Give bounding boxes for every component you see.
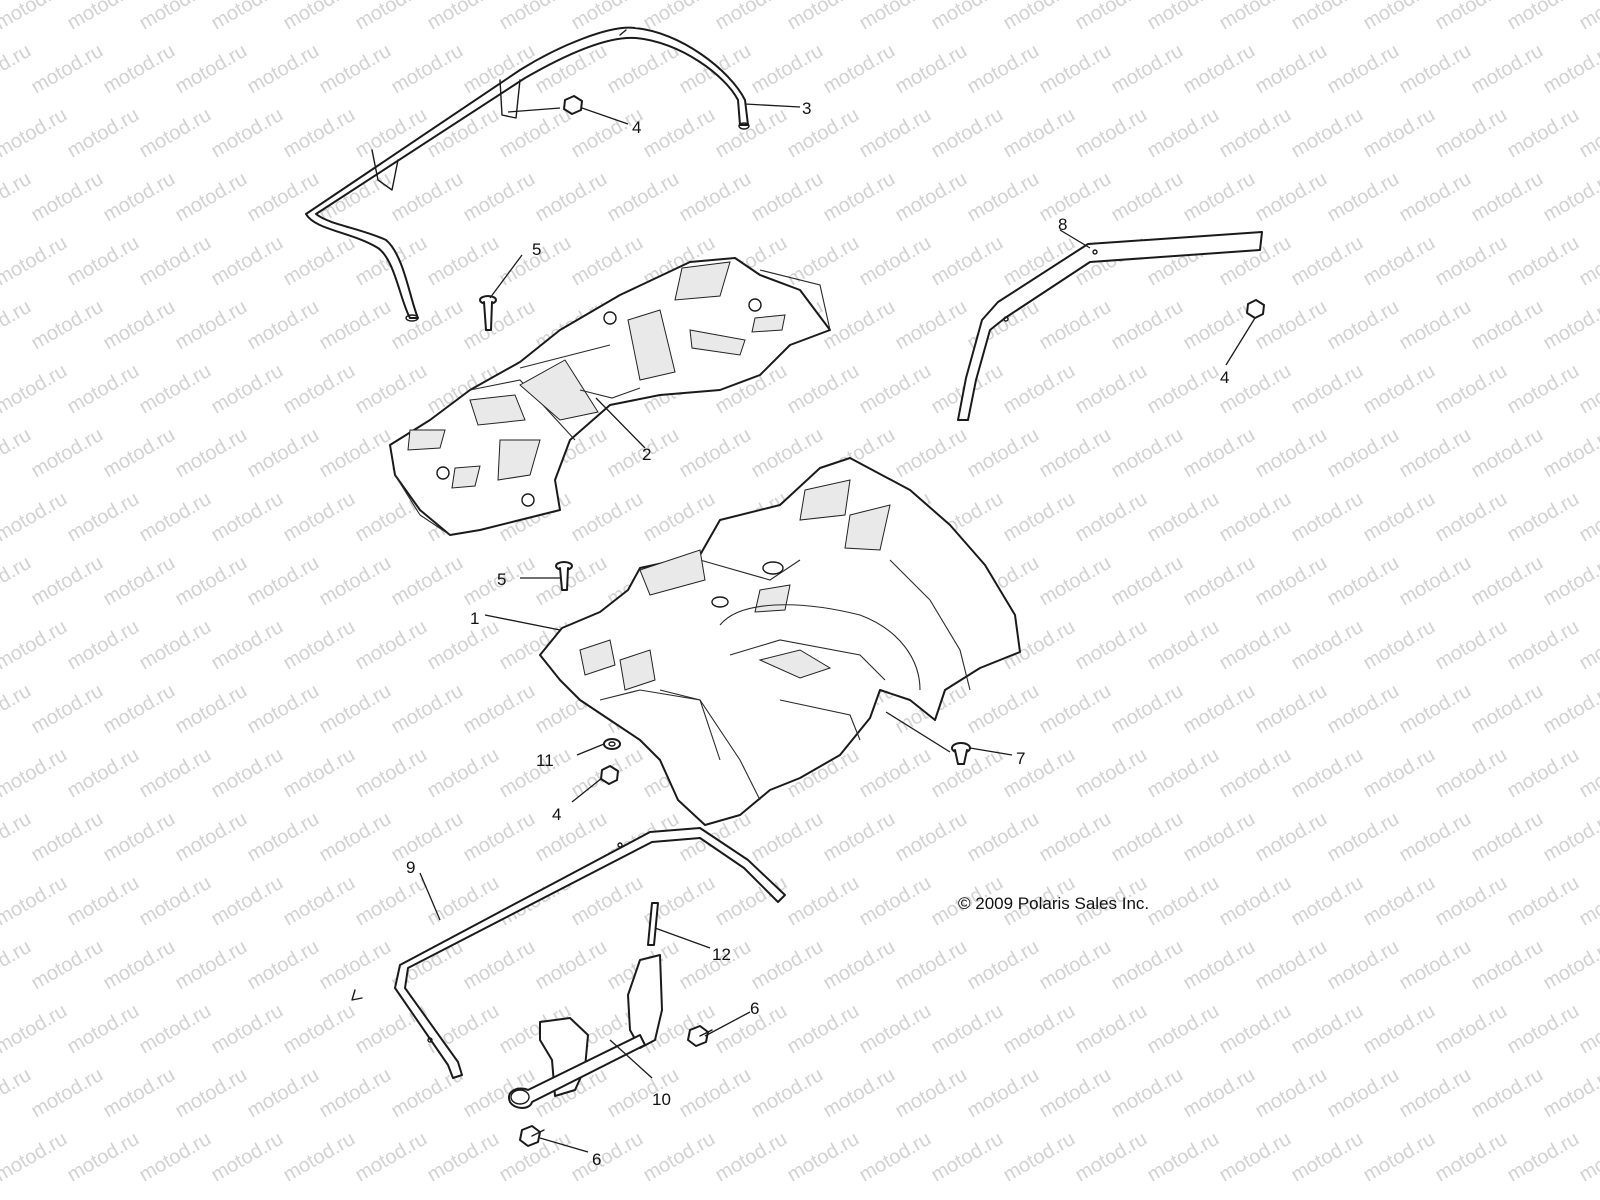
callout-10: 10 — [652, 1090, 671, 1109]
bolt-6-lower — [519, 1125, 545, 1147]
callout-5-lower: 5 — [497, 570, 506, 589]
callout-11: 11 — [536, 751, 554, 770]
callout-8: 8 — [1058, 215, 1067, 234]
callout-9: 9 — [406, 858, 415, 877]
callout-6-lower: 6 — [592, 1150, 601, 1169]
copyright-notice: © 2009 Polaris Sales Inc. — [958, 894, 1150, 913]
rear-rack-rail — [305, 26, 750, 322]
pin-12 — [647, 902, 659, 946]
leader-lines — [419, 103, 1256, 1153]
side-bar-right — [957, 231, 1263, 421]
washer-11 — [603, 738, 621, 750]
rear-rack-tray — [389, 257, 831, 536]
callout-4-top: 4 — [632, 118, 641, 137]
callout-4-right: 4 — [1220, 368, 1229, 387]
nut-4-lower — [600, 765, 619, 785]
rear-fender — [539, 457, 1021, 826]
bolt-5-lower — [555, 561, 573, 591]
hitch-bracket — [508, 954, 663, 1109]
lower-bumper-bar — [351, 827, 786, 1079]
callout-labels: 1 2 3 4 4 4 5 5 6 6 7 8 9 10 11 12 — [406, 99, 1229, 1169]
bolt-5-upper — [479, 295, 497, 331]
callout-1: 1 — [470, 609, 479, 628]
callout-2: 2 — [642, 445, 651, 464]
bolt-6-upper — [687, 1025, 713, 1047]
callout-12: 12 — [712, 945, 731, 964]
callout-4-lower: 4 — [552, 805, 561, 824]
nut-4-top — [563, 95, 583, 115]
callout-7: 7 — [1016, 749, 1025, 768]
callout-6-upper: 6 — [750, 999, 759, 1018]
nut-4-right — [1246, 299, 1265, 319]
callout-3: 3 — [802, 99, 811, 118]
push-rivet-7 — [951, 742, 971, 765]
callout-5-upper: 5 — [532, 240, 541, 259]
